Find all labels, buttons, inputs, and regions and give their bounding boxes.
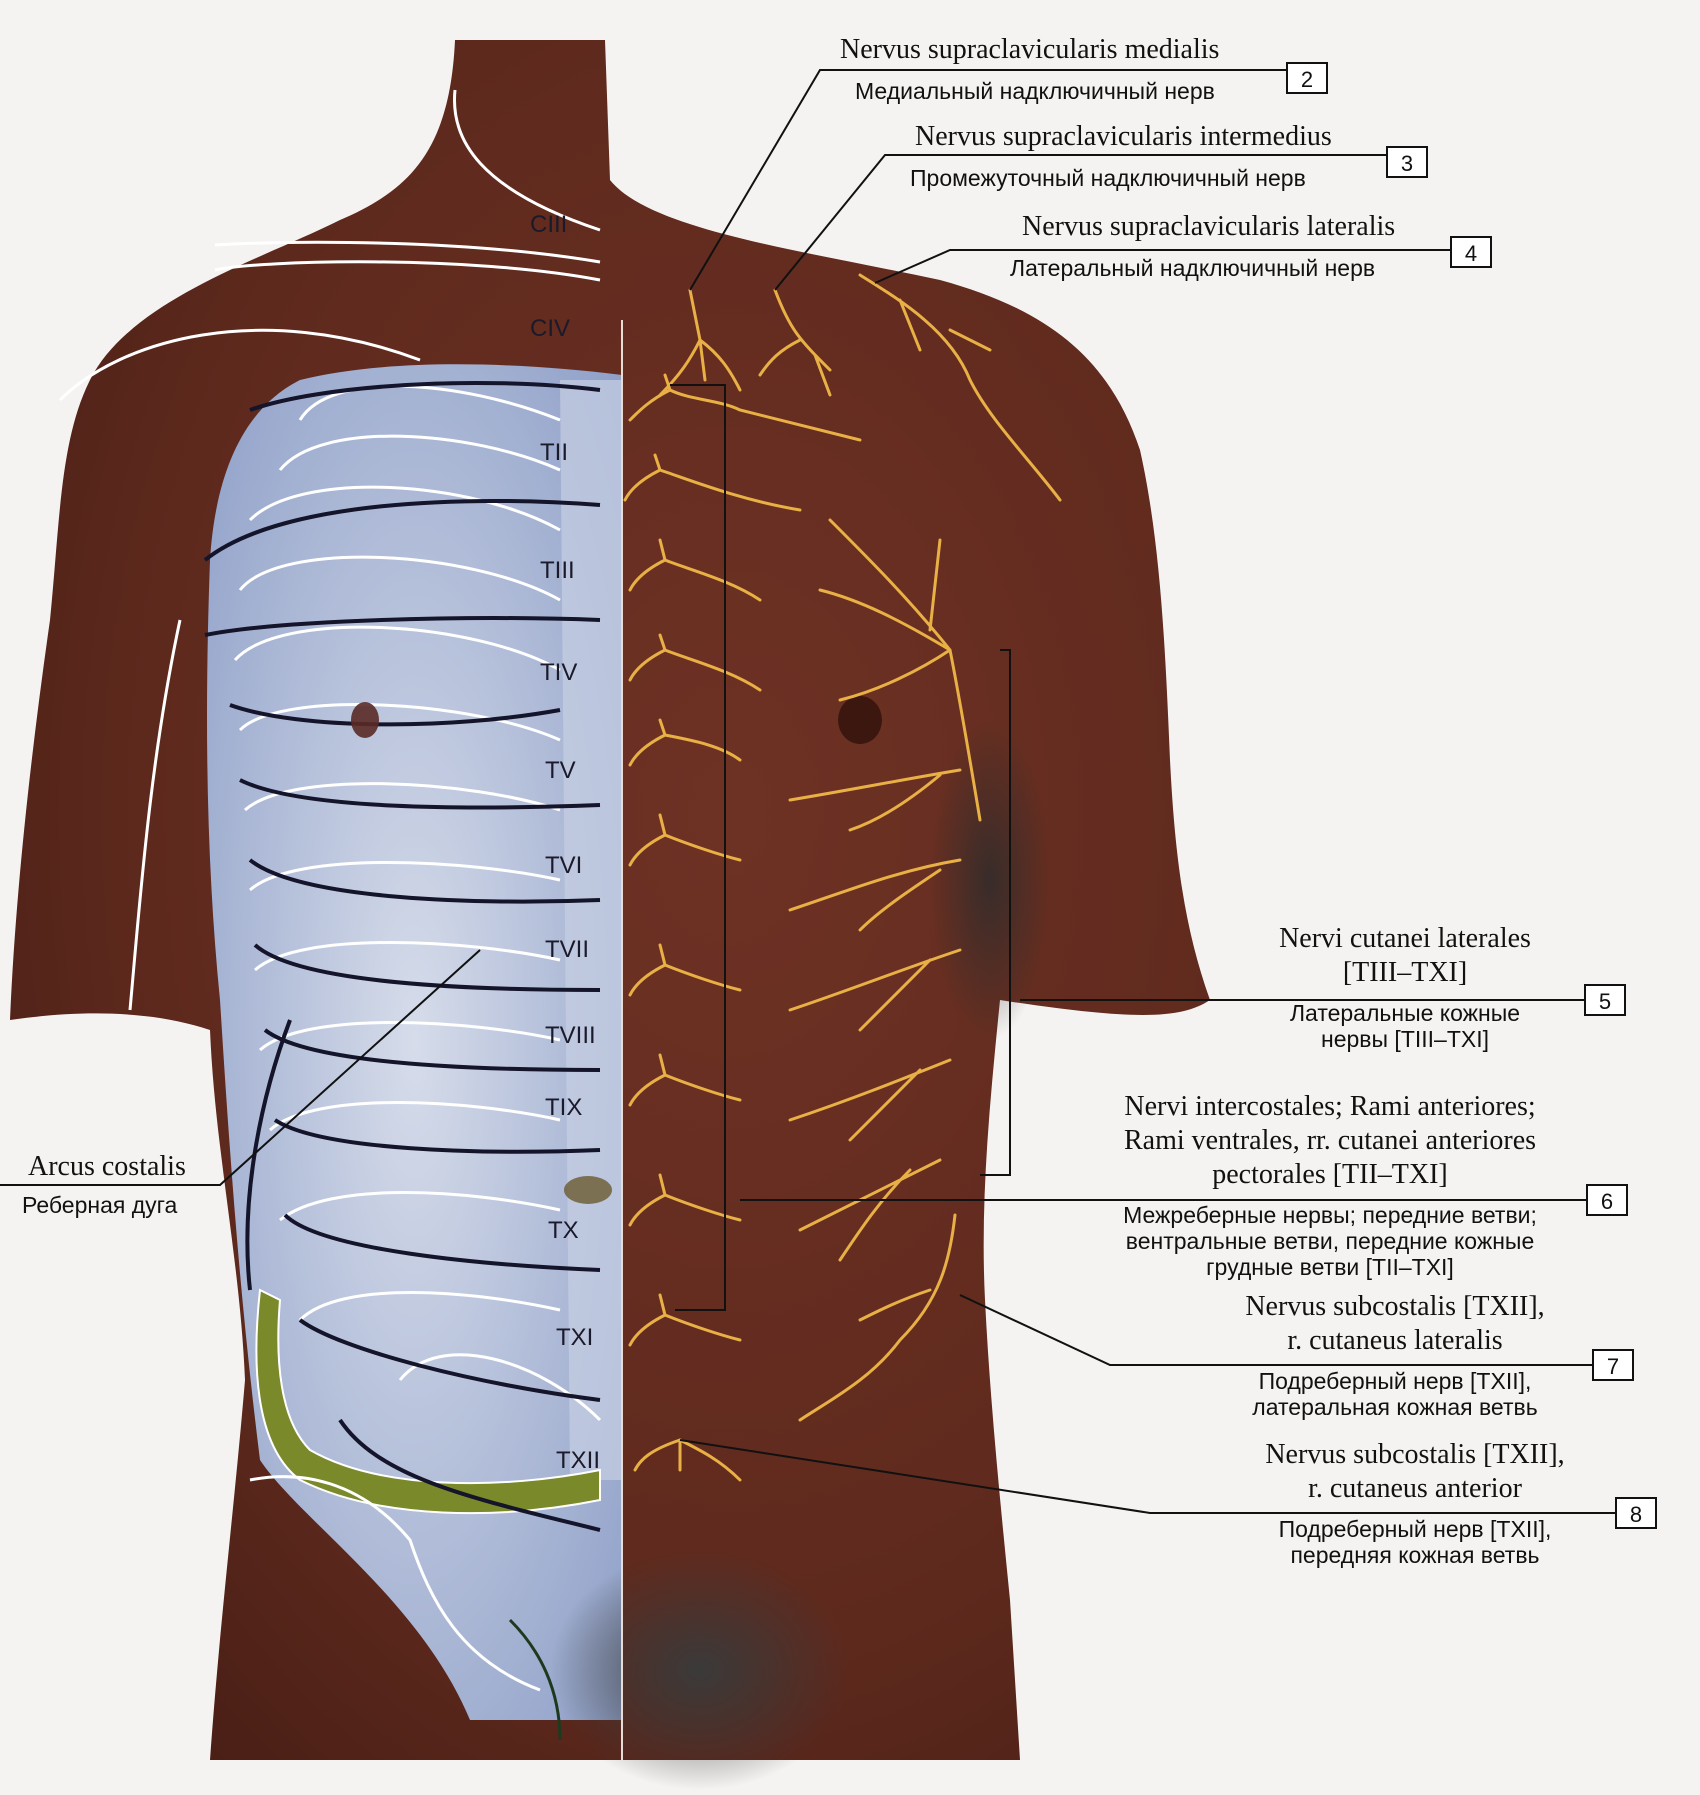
label-6-russian: Межреберные нервы; передние ветви; вентр… bbox=[1075, 1202, 1585, 1280]
label-7-latin-line-2: r. cutaneus lateralis bbox=[1287, 1325, 1503, 1356]
label-3-latin: Nervus supraclavicularis intermedius bbox=[915, 121, 1332, 152]
label-4-latin: Nervus supraclavicularis lateralis bbox=[1022, 211, 1396, 242]
segment-label-txii: TXII bbox=[556, 1447, 600, 1474]
leader-lines bbox=[0, 69, 1615, 1514]
label-5-russian-line-1: Латеральные кожные bbox=[1289, 1000, 1521, 1026]
label-6-russian-line-3: грудные ветви [TII–TXI] bbox=[1206, 1254, 1454, 1280]
navel bbox=[564, 1176, 612, 1204]
label-6-russian-line-1: Межреберные нервы; передние ветви; bbox=[1123, 1202, 1537, 1228]
segment-label-tv: TV bbox=[545, 757, 576, 784]
label-2-latin: Nervus supraclavicularis medialis bbox=[840, 34, 1220, 65]
neck-contour bbox=[452, 89, 601, 232]
label-8-russian-line-2: передняя кожная ветвь bbox=[1290, 1542, 1540, 1568]
label-3-number: 3 bbox=[1386, 146, 1428, 178]
label-7-number: 7 bbox=[1592, 1349, 1634, 1381]
label-5-latin-line-1: Nervi cutanei laterales bbox=[1279, 923, 1531, 954]
label-6-latin-line-2: Rami ventrales, rr. cutanei anteriores bbox=[1123, 1125, 1537, 1156]
nipple bbox=[838, 696, 882, 744]
label-arcus-latin: Arcus costalis bbox=[28, 1151, 186, 1182]
label-7-russian-line-2: латеральная кожная ветвь bbox=[1252, 1394, 1538, 1420]
label-3-russian: Промежуточный надключичный нерв bbox=[910, 165, 1306, 191]
segment-label-tvi: TVI bbox=[545, 852, 582, 879]
label-5-number: 5 bbox=[1584, 984, 1626, 1016]
segment-label-civ: CIV bbox=[530, 315, 570, 342]
clavicle-contour bbox=[214, 260, 601, 282]
segment-label-tii: TII bbox=[540, 439, 568, 466]
nerve-branches bbox=[623, 273, 1062, 1482]
label-5-latin-line-2: [TIII–TXI] bbox=[1342, 957, 1468, 988]
label-5-russian: Латеральные кожные нервы [TIII–TXI] bbox=[1230, 1000, 1580, 1052]
rib-outlines bbox=[233, 384, 602, 1422]
pubic-region bbox=[550, 1550, 850, 1790]
ribcage bbox=[207, 364, 622, 1720]
label-7-latin-line-1: Nervus subcostalis [TXII], bbox=[1245, 1291, 1545, 1322]
dermatome-lines bbox=[203, 380, 601, 1532]
label-7-latin: Nervus subcostalis [TXII], r. cutaneus l… bbox=[1195, 1290, 1595, 1358]
axilla-shadow bbox=[930, 720, 1050, 1040]
segment-label-ciii: CIII bbox=[530, 211, 567, 238]
label-6-russian-line-2: вентральные ветви, передние кожные bbox=[1125, 1228, 1535, 1254]
label-6-number: 6 bbox=[1586, 1184, 1628, 1216]
label-8-latin-line-1: Nervus subcostalis [TXII], bbox=[1265, 1439, 1565, 1470]
label-4-number: 4 bbox=[1450, 236, 1492, 268]
label-4-russian: Латеральный надключичный нерв bbox=[1010, 255, 1376, 281]
label-8-russian: Подреберный нерв [TXII], передняя кожная… bbox=[1215, 1516, 1615, 1568]
label-6-latin-line-1: Nervi intercostales; Rami anteriores; bbox=[1124, 1091, 1536, 1122]
segment-label-tx: TX bbox=[548, 1217, 579, 1244]
label-5-latin: Nervi cutanei laterales [TIII–TXI] bbox=[1230, 922, 1580, 990]
segment-label-tviii: TVIII bbox=[545, 1022, 596, 1049]
label-5-russian-line-2: нервы [TIII–TXI] bbox=[1321, 1026, 1489, 1052]
label-8-latin-line-2: r. cutaneus anterior bbox=[1308, 1473, 1522, 1504]
label-7-russian: Подреберный нерв [TXII], латеральная кож… bbox=[1195, 1368, 1595, 1420]
segment-label-tiv: TIV bbox=[540, 659, 577, 686]
label-2-number: 2 bbox=[1286, 62, 1328, 94]
segment-label-tiii: TIII bbox=[540, 557, 575, 584]
label-8-number: 8 bbox=[1615, 1497, 1657, 1529]
iliac-crest bbox=[255, 1288, 601, 1515]
label-8-latin: Nervus subcostalis [TXII], r. cutaneus a… bbox=[1215, 1438, 1615, 1506]
segment-label-tix: TIX bbox=[545, 1094, 582, 1121]
label-6-latin: Nervi intercostales; Rami anteriores; Ra… bbox=[1080, 1090, 1580, 1192]
label-7-russian-line-1: Подреберный нерв [TXII], bbox=[1258, 1368, 1532, 1394]
label-2-russian: Медиальный надключичный нерв bbox=[855, 78, 1215, 104]
segment-label-tvii: TVII bbox=[545, 936, 589, 963]
segment-label-txi: TXI bbox=[556, 1324, 593, 1351]
label-arcus-russian: Реберная дуга bbox=[22, 1192, 178, 1218]
label-8-russian-line-1: Подреберный нерв [TXII], bbox=[1278, 1516, 1552, 1542]
label-6-latin-line-3: pectorales [TII–TXI] bbox=[1212, 1159, 1448, 1190]
